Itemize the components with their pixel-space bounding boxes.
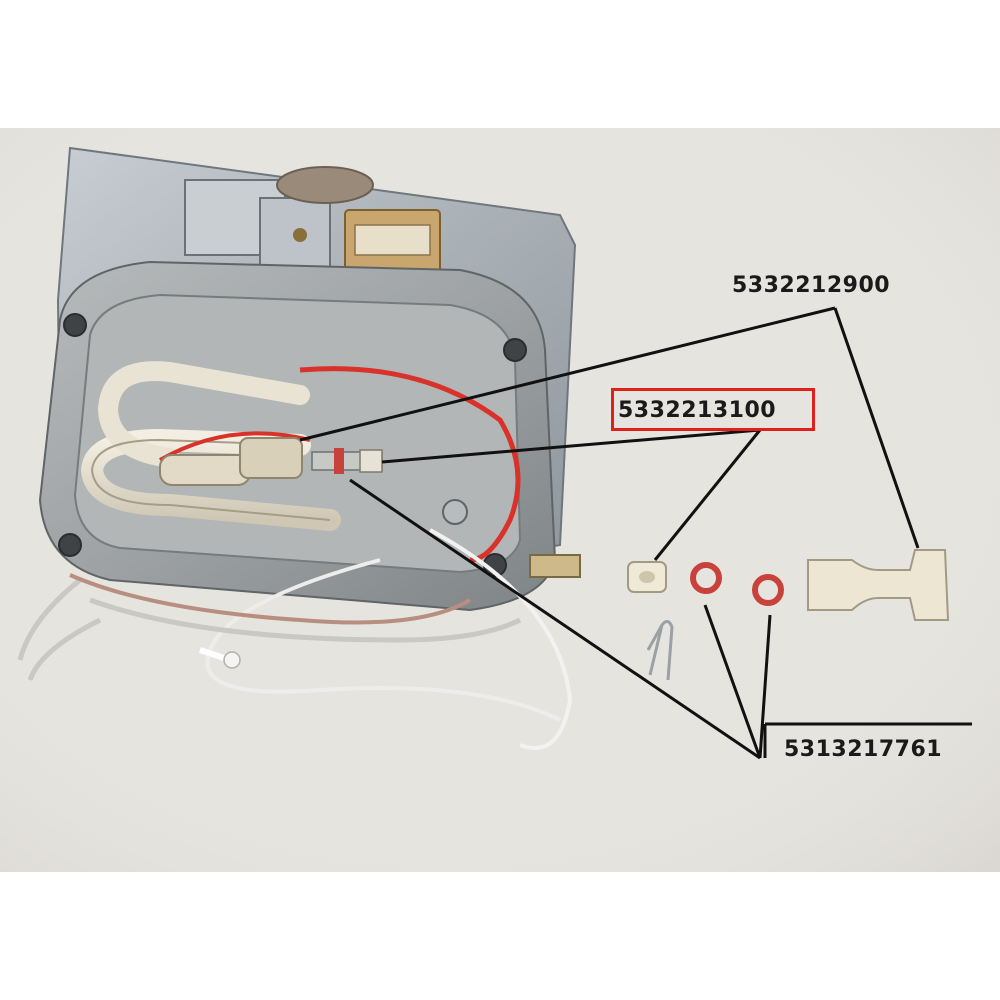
red-wire-2 xyxy=(159,431,311,462)
leader-bottom-2 xyxy=(703,604,762,759)
bolt-hole-2 xyxy=(503,338,527,362)
bracket-hole xyxy=(293,228,307,242)
thermostat-disc xyxy=(276,166,374,204)
part-label-bottom: 5313217761 xyxy=(784,737,943,762)
stem-gasket xyxy=(334,448,344,474)
highlight-box xyxy=(611,388,815,431)
white-bushing-hole xyxy=(639,571,655,583)
screw-head xyxy=(442,499,468,525)
cable-2 xyxy=(205,558,561,722)
cable-1 xyxy=(429,528,573,750)
cable-bundle-1 xyxy=(17,578,522,681)
heating-coil-outline xyxy=(90,438,331,521)
heating-coil-upper xyxy=(97,361,310,468)
leader-lines xyxy=(299,306,972,760)
leader-bottom-1 xyxy=(349,478,761,760)
part-label-top: 5332212900 xyxy=(732,273,891,298)
brass-nozzle xyxy=(529,554,581,578)
leader-bottom-3 xyxy=(758,614,772,759)
bolt-hole-3 xyxy=(58,533,82,557)
part-label-mid: 5332213100 xyxy=(618,398,777,423)
white-connector xyxy=(807,549,950,621)
red-wire xyxy=(299,366,521,563)
leader-top-right xyxy=(833,307,920,549)
leader-mid xyxy=(381,428,761,464)
bolt-hole-1 xyxy=(63,313,87,337)
leader-mid-down xyxy=(653,429,762,561)
gasket-ring-2 xyxy=(752,574,784,606)
cable-tie-knob xyxy=(223,651,241,669)
spring-clip xyxy=(646,620,674,681)
stem-collar xyxy=(359,449,383,473)
ceramic-terminal xyxy=(159,454,251,486)
gasket-ring-1 xyxy=(690,562,722,594)
ceramic-sleeve xyxy=(239,437,303,479)
leader-top-left xyxy=(299,306,836,442)
cable-bundle-2 xyxy=(69,573,472,625)
terminal-slot xyxy=(354,224,431,256)
